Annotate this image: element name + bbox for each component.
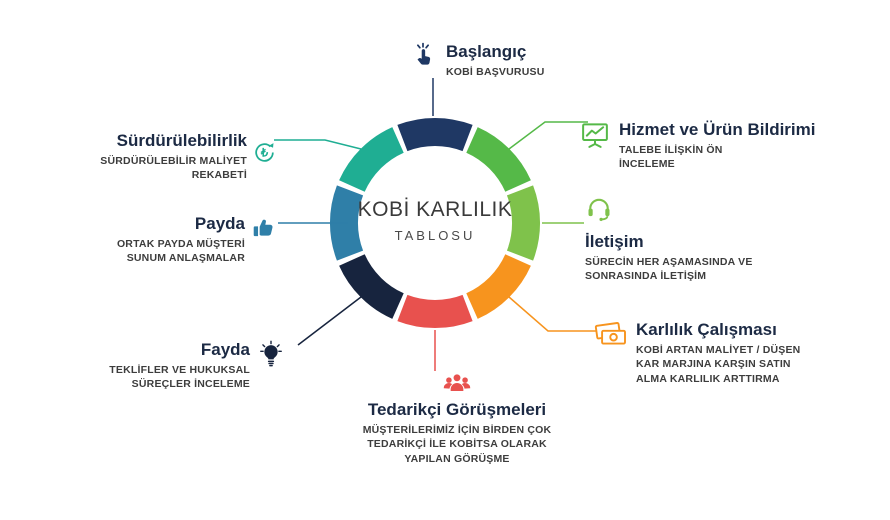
step-title: Karlılık Çalışması <box>636 320 777 339</box>
connector-karlilik <box>508 296 596 332</box>
step-karlilik: Karlılık Çalışması KOBİ ARTAN MALİYET / … <box>594 320 814 387</box>
step-title: Sürdürülebilirlik <box>116 131 247 150</box>
center-subtitle: TABLOSU <box>394 228 476 243</box>
step-title: Tedarikçi Görüşmeleri <box>367 400 547 419</box>
lightbulb-icon <box>258 340 284 368</box>
connector-fayda <box>297 296 362 346</box>
step-fayda: Fayda TEKLİFLER VE HUKUKSAL SÜREÇLER İNC… <box>88 340 282 392</box>
step-subtitle: TEKLİFLER VE HUKUKSAL SÜREÇLER İNCELEME <box>109 363 250 391</box>
step-subtitle: SÜRECİN HER AŞAMASINDA VE SONRASINDA İLE… <box>585 255 753 283</box>
ring-segment-tedarikci <box>397 294 473 328</box>
step-baslangic: Başlangıç KOBİ BAŞVURUSU <box>410 42 544 79</box>
people-icon <box>442 370 472 396</box>
lira-glyph: ₺ <box>260 148 268 160</box>
step-subtitle: KOBİ BAŞVURUSU <box>446 65 545 78</box>
headset-icon <box>585 194 613 222</box>
thumbs-up-icon <box>251 215 277 241</box>
ring-segment-surdurulebilirlik <box>339 127 405 193</box>
step-subtitle: TALEBE İLİŞKİN ÖN İNCELEME <box>619 143 723 171</box>
recycle-lira-icon: ₺ <box>252 140 277 165</box>
step-subtitle: KOBİ ARTAN MALİYET / DÜŞEN KAR MARJINA K… <box>636 343 801 385</box>
tap-icon <box>410 42 436 70</box>
step-subtitle: MÜŞTERİLERİMİZ İÇİN BİRDEN ÇOK TEDARİKÇİ… <box>362 423 552 465</box>
step-tedarikci: Tedarikçi Görüşmeleri MÜŞTERİLERİMİZ İÇİ… <box>322 370 592 467</box>
step-title: İletişim <box>585 232 644 251</box>
step-title: Fayda <box>200 340 250 359</box>
presentation-chart-icon <box>580 120 610 150</box>
step-surdurulebilirlik: ₺ Sürdürülebilirlik SÜRDÜRÜLEBİLİR MALİY… <box>85 131 274 183</box>
step-subtitle: SÜRDÜRÜLEBİLİR MALİYET REKABETİ <box>100 154 247 182</box>
step-title: Payda <box>194 214 245 233</box>
ring-segment-hizmet <box>465 127 531 193</box>
money-icon <box>594 320 628 348</box>
step-hizmet: Hizmet ve Ürün Bildirimi TALEBE İLİŞKİN … <box>580 120 815 172</box>
step-title: Başlangıç <box>446 42 527 61</box>
center-title: KOBİ KARLILIK <box>357 198 513 221</box>
center-label: KOBİ KARLILIK TABLOSU <box>335 198 535 243</box>
connector-hizmet <box>508 121 588 150</box>
ring-segment-karlilik <box>465 253 531 319</box>
step-payda: Payda ORTAK PAYDA MÜŞTERİ SUNUM ANLAŞMAL… <box>95 214 273 266</box>
step-iletisim: İletişim SÜRECİN HER AŞAMASINDA VE SONRA… <box>585 194 777 284</box>
step-subtitle: ORTAK PAYDA MÜŞTERİ SUNUM ANLAŞMALAR <box>116 237 245 265</box>
ring-segment-baslangic <box>397 118 473 152</box>
connector-surdurulebilirlik <box>274 139 362 150</box>
step-title: Hizmet ve Ürün Bildirimi <box>619 120 816 139</box>
ring-segment-fayda <box>339 253 405 319</box>
